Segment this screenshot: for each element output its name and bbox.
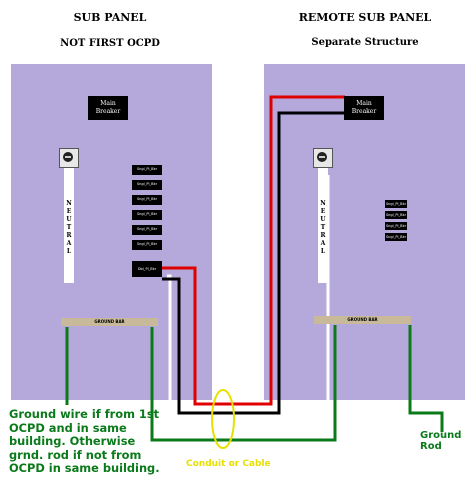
left-breaker-1: Sngl_Pl_Bkr [132, 165, 162, 175]
left-panel-title: SUB PANEL [73, 11, 147, 24]
right-main-breaker-label-2: Breaker [351, 108, 377, 115]
conduit-label: Conduit or Cable [186, 459, 271, 469]
right-neutral-bar [318, 168, 328, 283]
lug-screw-icon [317, 152, 327, 162]
right-main-breaker: Main Breaker [344, 96, 384, 120]
left-breaker-7: Dbl_Pl_Bkr [132, 261, 162, 277]
right-ground-bar: GROUND BAR [314, 316, 411, 324]
right-breaker-1: Sngl_Pl_Bkr [385, 200, 407, 208]
right-main-breaker-label-1: Main [356, 100, 372, 107]
right-sub-panel [264, 64, 465, 400]
left-breaker-6: Sngl_Pl_Bkr [132, 240, 162, 250]
right-breaker-3: Sngl_Pl_Bkr [385, 222, 407, 230]
left-panel-subtitle: NOT FIRST OCPD [60, 38, 160, 49]
left-breaker-2: Sngl_Pl_Bkr [132, 180, 162, 190]
left-neutral-label: NEUTRAL [64, 200, 74, 256]
left-ground-bar: GROUND BAR [61, 318, 158, 326]
right-neutral-lug [313, 148, 333, 168]
left-main-breaker-label-2: Breaker [95, 108, 121, 115]
panel-ground-wire [150, 325, 337, 442]
black-hot-wire [162, 111, 345, 415]
right-panel-subtitle: Separate Structure [311, 37, 419, 48]
ground-rod-wire [408, 325, 444, 432]
right-neutral-label: NEUTRAL [318, 200, 328, 256]
ground-wire-note: Ground wire if from 1st OCPD and in same… [9, 407, 160, 475]
left-neutral-lug [59, 148, 79, 168]
right-neutral-text: NEUTRAL [320, 200, 326, 255]
left-main-breaker: Main Breaker [88, 96, 128, 120]
left-breaker-4: Sngl_Pl_Bkr [132, 210, 162, 220]
right-breaker-2: Sngl_Pl_Bkr [385, 211, 407, 219]
left-main-breaker-label-1: Main [100, 100, 116, 107]
right-breaker-4: Sngl_Pl_Bkr [385, 233, 407, 241]
conduit-ellipse [211, 389, 235, 449]
left-neutral-text: NEUTRAL [66, 200, 72, 255]
right-panel-title: REMOTE SUB PANEL [298, 11, 432, 24]
lug-screw-icon [63, 152, 73, 162]
left-breaker-3: Sngl_Pl_Bkr [132, 195, 162, 205]
left-breaker-5: Sngl_Pl_Bkr [132, 225, 162, 235]
left-neutral-bar [64, 168, 74, 283]
ground-rod-label: Ground Rod [420, 430, 462, 452]
neutral-wire [167, 175, 330, 427]
